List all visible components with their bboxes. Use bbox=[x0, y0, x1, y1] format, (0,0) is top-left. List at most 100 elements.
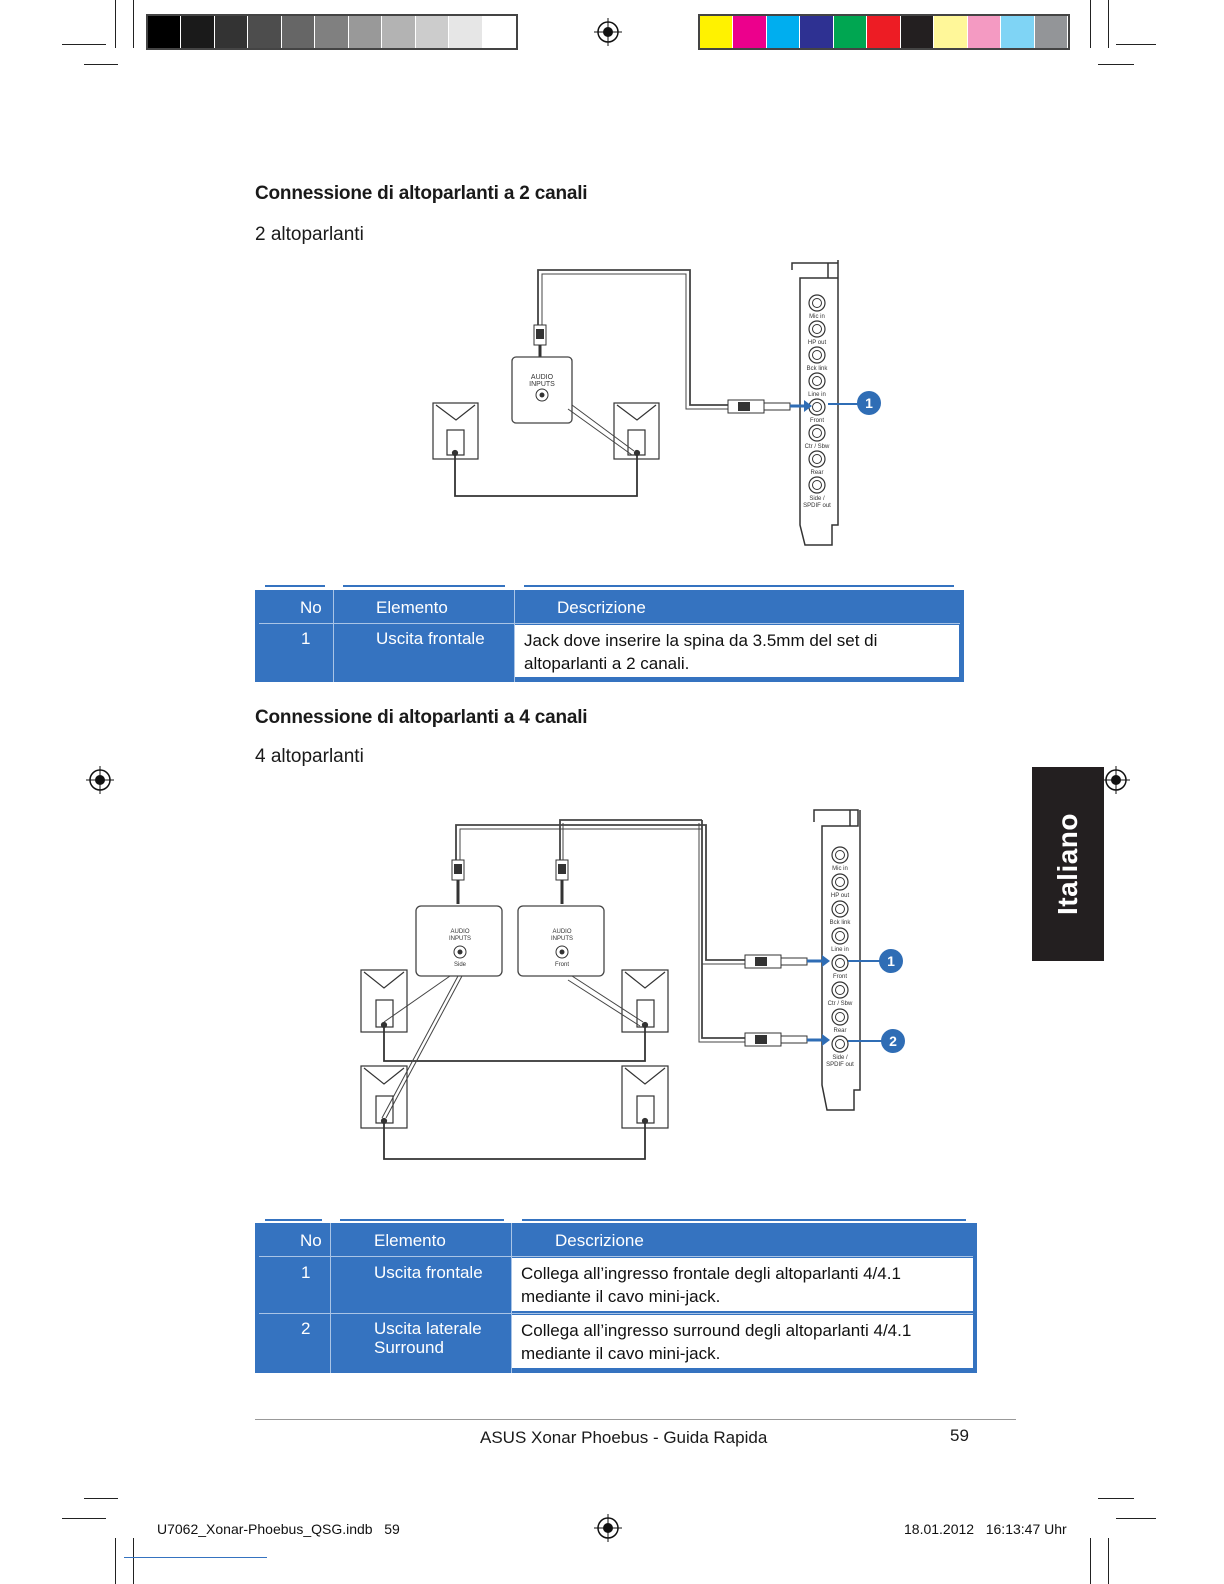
color-swatch bbox=[449, 16, 482, 48]
color-swatch bbox=[148, 16, 181, 48]
audio-inputs-box-front bbox=[517, 905, 605, 977]
section1-subtitle: 2 altoparlanti bbox=[255, 224, 364, 245]
speaker-front-left bbox=[360, 969, 408, 1060]
speaker-rear-left bbox=[360, 1065, 408, 1158]
section2-title: Connessione di altoparlanti a 4 canali bbox=[255, 707, 588, 728]
jack-label: Side /SPDIF out bbox=[826, 1055, 854, 1068]
callout-1 bbox=[857, 391, 881, 415]
color-swatch bbox=[700, 16, 733, 48]
color-swatch bbox=[382, 16, 415, 48]
jack-label: Ctr / Sbw bbox=[828, 1001, 853, 1007]
jack-label: Front bbox=[833, 974, 847, 980]
cable-to-front bbox=[537, 269, 730, 406]
color-swatch bbox=[214, 16, 248, 48]
callout-2-label: 2 bbox=[889, 1033, 897, 1049]
box-side-sub: Side bbox=[454, 962, 467, 968]
color-swatch bbox=[833, 16, 867, 48]
grayscale-bar bbox=[146, 14, 518, 50]
color-swatch bbox=[281, 16, 315, 48]
sound-card-bracket bbox=[791, 260, 839, 546]
jack-label: Line in bbox=[808, 392, 826, 398]
callout-1-label: 1 bbox=[865, 395, 873, 411]
plug-icon bbox=[451, 859, 465, 904]
language-tab-label: Italiano bbox=[1052, 812, 1083, 916]
callout-1-label: 1 bbox=[887, 953, 895, 969]
jack-label: Side /SPDIF out bbox=[803, 496, 831, 509]
row2-elemento: Uscita laterale Surround bbox=[374, 1319, 482, 1357]
jack-label: Mic in bbox=[832, 866, 848, 872]
color-swatch bbox=[766, 16, 800, 48]
jack-label: Bck link bbox=[807, 366, 829, 372]
color-swatch bbox=[733, 16, 766, 48]
section1-title: Connessione di altoparlanti a 2 canali bbox=[255, 183, 588, 204]
slug-date: 18.01.2012 16:13:47 Uhr bbox=[904, 1521, 1067, 1537]
registration-mark-right bbox=[1102, 766, 1130, 794]
color-bar bbox=[698, 14, 1070, 50]
header-elemento: Elemento bbox=[376, 598, 448, 617]
plug-icon bbox=[744, 954, 808, 969]
color-swatch bbox=[900, 16, 934, 48]
plug-icon bbox=[744, 1032, 808, 1047]
jack-label: HP out bbox=[831, 893, 850, 899]
audio-inputs-box-side bbox=[415, 905, 503, 977]
header-elemento: Elemento bbox=[374, 1231, 446, 1250]
row2-descrizione: Collega all’ingresso surround degli alto… bbox=[512, 1315, 973, 1368]
callout-2 bbox=[881, 1029, 905, 1053]
plug-icon bbox=[555, 859, 569, 904]
section2-subtitle: 4 altoparlanti bbox=[255, 746, 364, 767]
registration-mark-left bbox=[86, 766, 114, 794]
row1-elemento: Uscita frontale bbox=[376, 629, 485, 648]
language-tab: Italiano bbox=[1032, 767, 1104, 961]
color-swatch bbox=[1001, 16, 1034, 48]
row1-no: 1 bbox=[301, 1263, 311, 1282]
jack-label: Line in bbox=[831, 947, 849, 953]
speaker-right bbox=[613, 402, 660, 495]
table-4-channel: No Elemento Descrizione 1 Uscita frontal… bbox=[255, 1223, 977, 1373]
row2-no: 2 bbox=[301, 1319, 311, 1338]
speaker-front-right bbox=[621, 969, 669, 1060]
color-swatch bbox=[967, 16, 1001, 48]
jack-label: Ctr / Sbw bbox=[805, 444, 830, 450]
row1-descrizione: Jack dove inserire la spina da 3.5mm del… bbox=[515, 625, 959, 677]
slug-file: U7062_Xonar-Phoebus_QSG.indb 59 bbox=[157, 1521, 400, 1537]
jack-label: Rear bbox=[833, 1028, 846, 1034]
jack-label: Rear bbox=[810, 470, 823, 476]
color-swatch bbox=[482, 16, 515, 48]
row1-elemento: Uscita frontale bbox=[374, 1263, 483, 1282]
jack-label: Mic in bbox=[809, 314, 825, 320]
speaker-left bbox=[432, 402, 479, 495]
header-no: No bbox=[300, 1231, 322, 1250]
header-no: No bbox=[300, 598, 322, 617]
jack-label: Front bbox=[810, 418, 824, 424]
jack-label: Bck link bbox=[830, 920, 852, 926]
plug-icon bbox=[533, 324, 547, 359]
color-swatch bbox=[1034, 16, 1067, 48]
speaker-rear-right bbox=[621, 1065, 669, 1158]
page-number: 59 bbox=[950, 1426, 969, 1445]
color-swatch bbox=[800, 16, 833, 48]
plug-icon bbox=[727, 399, 791, 414]
sound-card-bracket bbox=[813, 809, 861, 1111]
header-descrizione: Descrizione bbox=[555, 1231, 644, 1250]
color-swatch bbox=[315, 16, 348, 48]
callout-1 bbox=[879, 949, 903, 973]
footer-title: ASUS Xonar Phoebus - Guida Rapida bbox=[480, 1428, 768, 1447]
color-swatch bbox=[248, 16, 281, 48]
header-descrizione: Descrizione bbox=[557, 598, 646, 617]
box-front-sub: Front bbox=[555, 962, 569, 968]
table-2-channel: No Elemento Descrizione 1 Uscita frontal… bbox=[255, 590, 964, 682]
registration-mark-top bbox=[594, 18, 622, 46]
color-swatch bbox=[181, 16, 214, 48]
color-swatch bbox=[934, 16, 967, 48]
row1-no: 1 bbox=[301, 629, 311, 648]
color-swatch bbox=[348, 16, 382, 48]
row1-descrizione: Collega all’ingresso frontale degli alto… bbox=[512, 1258, 973, 1311]
registration-mark-bottom bbox=[594, 1514, 622, 1542]
